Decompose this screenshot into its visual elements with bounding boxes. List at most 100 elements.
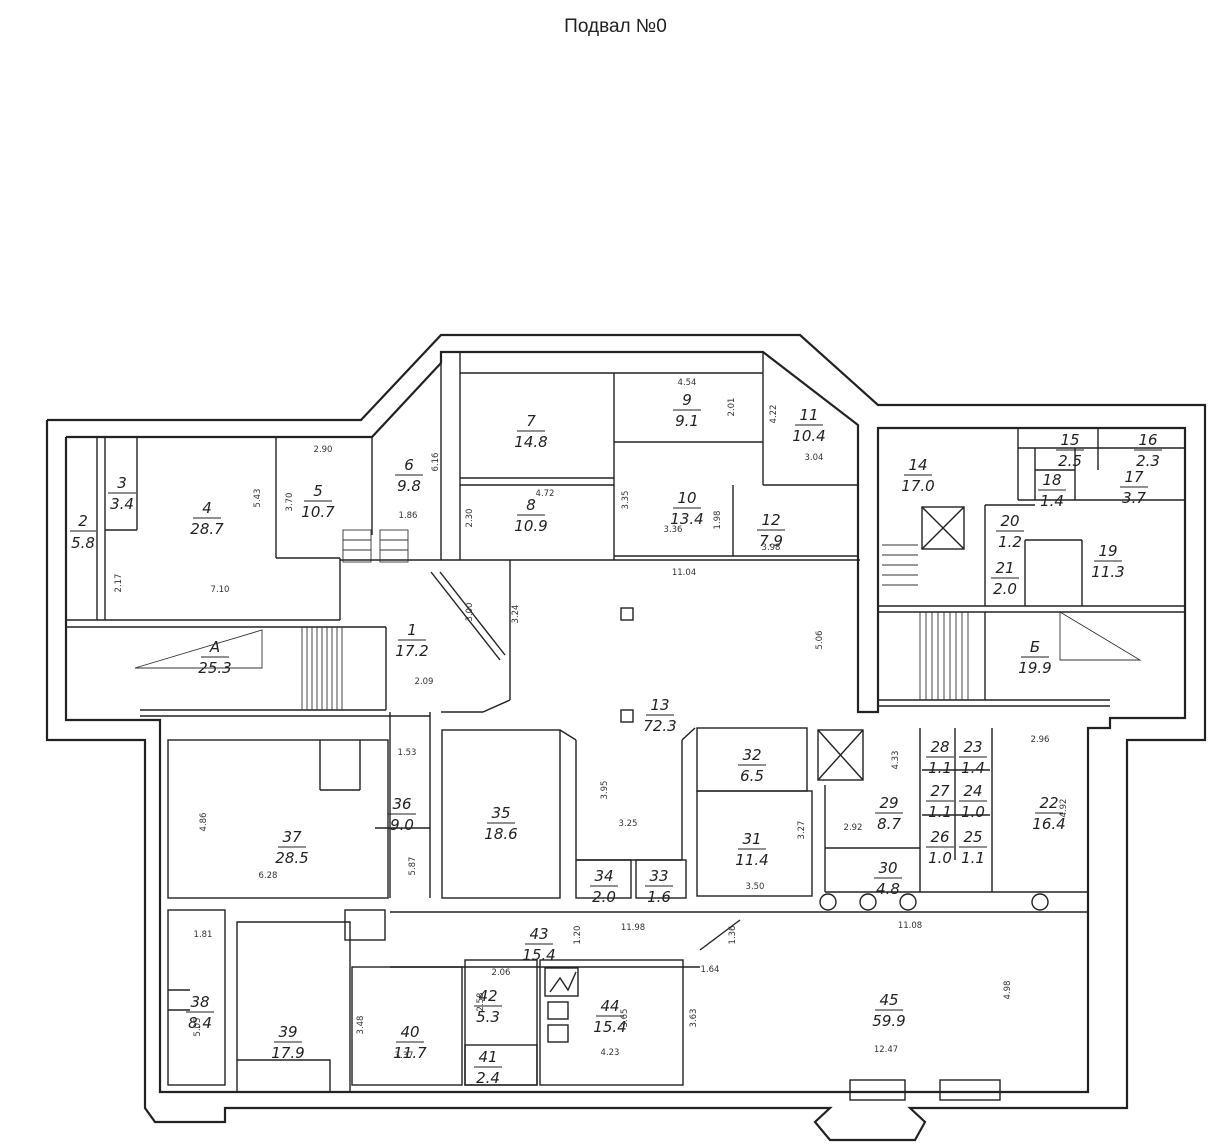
room-label-9: 99.1 [673, 391, 701, 430]
dimension-label: 11.98 [621, 923, 645, 933]
room-label-42: 425.3 [474, 987, 502, 1026]
outer-wall [45, 333, 1207, 1142]
dimension-label: 5.43 [253, 489, 263, 508]
room-area: 11.3 [1091, 563, 1124, 581]
dimension-label: 2.01 [727, 398, 737, 417]
dimension-label: 7.10 [211, 585, 230, 595]
room-label-Б: Б19.9 [1018, 638, 1051, 677]
room-number: 36 [392, 795, 411, 813]
dimension-label: 1.53 [398, 748, 417, 758]
room-area: 3.7 [1122, 489, 1146, 507]
room-number: А [209, 638, 220, 656]
dimension-label: 3.70 [285, 493, 295, 512]
dimension-label: 1.98 [713, 511, 723, 530]
room-label-20: 201.2 [996, 512, 1024, 551]
room-number: 30 [878, 859, 897, 877]
dimension-label: 2.30 [465, 509, 475, 528]
room-area: 11.7 [393, 1044, 427, 1062]
room-label-17: 173.7 [1120, 468, 1148, 507]
room-area: 1.6 [647, 888, 671, 906]
room-number: 20 [1000, 512, 1019, 530]
room-number: 32 [742, 746, 761, 764]
dimension-label: 2.92 [844, 823, 863, 833]
room-label-21: 212.0 [991, 559, 1019, 598]
dimension-label: 3.25 [619, 819, 638, 829]
dimension-label: 4.22 [769, 405, 779, 424]
dimension-label: 11.08 [898, 921, 922, 931]
room-area: 10.7 [301, 503, 335, 521]
room-area: 6.5 [740, 767, 764, 785]
dimension-label: 5.05 [193, 1018, 203, 1037]
room-label-18: 181.4 [1038, 471, 1066, 510]
dimension-label: 1.64 [701, 965, 720, 975]
room-area: 13.4 [670, 510, 703, 528]
room-label-6: 69.8 [395, 456, 423, 495]
room-area: 9.0 [390, 816, 414, 834]
dimension-label: 5.87 [408, 857, 418, 876]
room-area: 5.3 [476, 1008, 500, 1026]
room-area: 10.4 [792, 427, 825, 445]
room-label-3: 33.4 [108, 474, 136, 513]
room-number: 34 [594, 867, 613, 885]
room-area: 1.4 [961, 759, 985, 777]
room-2-area: 5.8 [71, 534, 95, 552]
room-number: 13 [650, 696, 669, 714]
room-number: 11 [799, 406, 818, 424]
middle-walls [351, 727, 1088, 1086]
room-number: 24 [963, 782, 982, 800]
room-area: 1.0 [928, 849, 952, 867]
room-label-23: 231.4 [959, 738, 987, 777]
dimension-label: 1.20 [573, 926, 583, 945]
dimension-label: 12.47 [874, 1045, 898, 1055]
room-area: 4.8 [876, 880, 900, 898]
room-label-8: 810.9 [514, 496, 547, 535]
room-area: 15.4 [522, 946, 555, 964]
dimension-label: 3.24 [511, 605, 521, 624]
inner-wall [64, 350, 1187, 1094]
room-area: 9.1 [675, 412, 699, 430]
room-area: 59.9 [872, 1012, 905, 1030]
room-label-30: 304.8 [874, 859, 902, 898]
room-area: 28.5 [275, 849, 308, 867]
right-wing-walls [878, 428, 1185, 707]
room-area: 1.0 [961, 803, 985, 821]
room-number: 16 [1138, 431, 1157, 449]
room-number: Б [1030, 638, 1040, 656]
room-area: 1.1 [961, 849, 985, 867]
room-area: 10.9 [514, 517, 547, 535]
room-area: 2.3 [1136, 452, 1160, 470]
room-number: 37 [282, 828, 302, 846]
room-number: 43 [529, 925, 548, 943]
dimension-label: 3.98 [762, 543, 781, 553]
dimension-label: 2.90 [314, 445, 333, 455]
dimension-label: 1.81 [194, 930, 213, 940]
room-area: 2.5 [1058, 452, 1082, 470]
room-area: 1.1 [928, 803, 952, 821]
room-number: 8 [526, 496, 536, 514]
room-number: 29 [879, 794, 898, 812]
room-label-29: 298.7 [875, 794, 903, 833]
room-label-15: 152.5 [1056, 431, 1084, 470]
room-number: 22 [1039, 794, 1058, 812]
dimension-label: 3.95 [600, 781, 610, 800]
dimension-label: 3.37 [395, 1051, 414, 1061]
room-number: 33 [649, 867, 668, 885]
room-label-43: 43 15.4 [522, 925, 555, 964]
room-area: 17.0 [901, 477, 934, 495]
room-number: 38 [190, 993, 209, 1011]
room-area: 9.8 [397, 477, 421, 495]
room-area: 1.2 [998, 533, 1022, 551]
room-number: 6 [404, 456, 414, 474]
room-label-16: 162.3 [1134, 431, 1162, 470]
dimension-label: 3.65 [620, 1009, 630, 1028]
room-area: 15.4 [593, 1018, 626, 1036]
dimension-label: 2.06 [492, 968, 511, 978]
